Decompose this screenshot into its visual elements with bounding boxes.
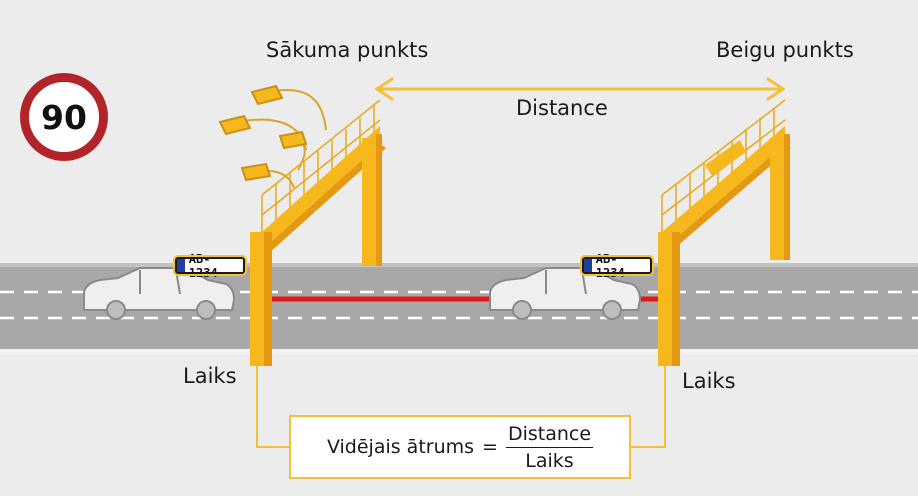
formula-left: Vidējais ātrums xyxy=(326,436,475,458)
license-plate-left: AB-1234 xyxy=(173,252,247,280)
start-gantry xyxy=(250,99,386,366)
distance-arrow xyxy=(374,77,786,101)
formula-fraction: Distance Laiks xyxy=(505,423,594,472)
formula-numerator: Distance xyxy=(505,423,594,448)
formula-equals: = xyxy=(482,436,498,458)
time-label-right: Laiks xyxy=(682,369,736,393)
speed-limit-sign: 90 xyxy=(20,73,108,161)
time-label-left: Laiks xyxy=(183,364,237,388)
end-point-label: Beigu punkts xyxy=(716,38,854,62)
car-icon xyxy=(83,267,236,320)
end-gantry xyxy=(658,99,791,366)
average-speed-formula: Vidējais ātrums = Distance Laiks xyxy=(289,415,631,479)
plate-text: AB-1234 xyxy=(595,251,625,280)
camera-icon xyxy=(218,84,327,189)
distance-label: Distance xyxy=(516,96,608,120)
eu-strip xyxy=(177,259,185,272)
eu-strip xyxy=(584,259,592,272)
license-plate-right: AB-1234 xyxy=(580,252,654,280)
start-point-label: Sākuma punkts xyxy=(266,38,429,62)
formula-connector xyxy=(256,366,666,448)
plate-text: AB-1234 xyxy=(188,251,218,280)
car-icon xyxy=(489,267,642,320)
speed-limit-value: 90 xyxy=(41,97,87,137)
formula-denominator: Laiks xyxy=(525,449,574,472)
